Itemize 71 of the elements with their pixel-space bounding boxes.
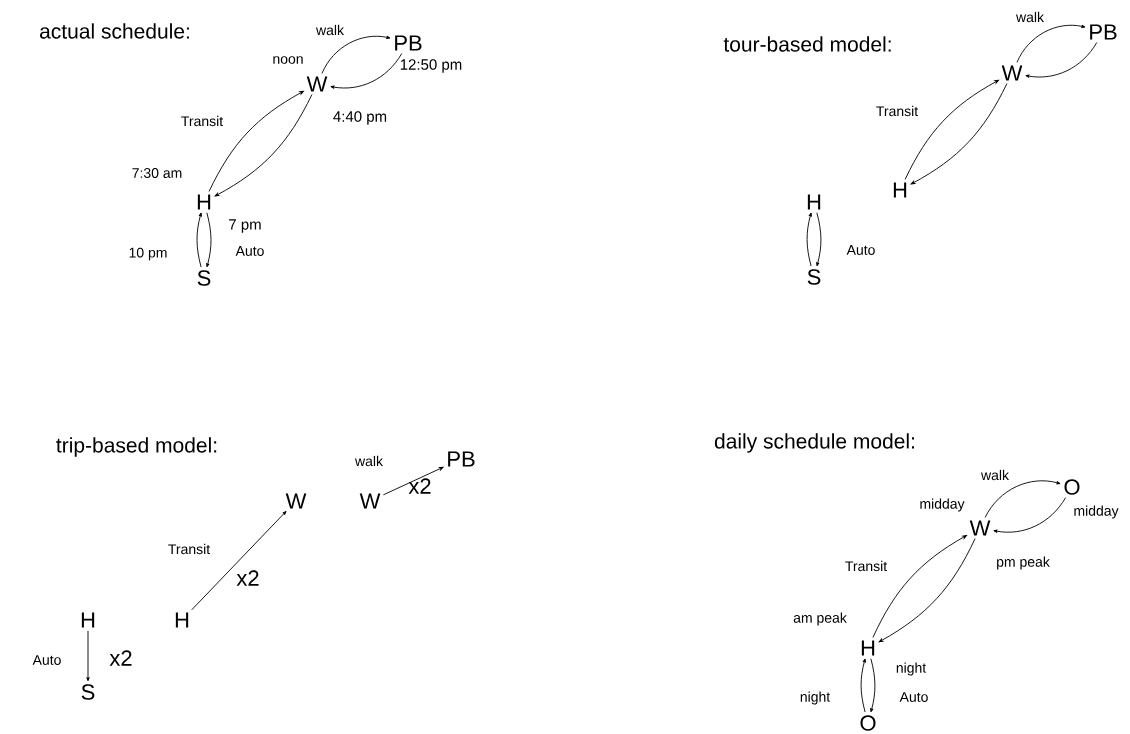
place-letter: H — [197, 194, 211, 210]
place-letter: PB — [395, 35, 422, 51]
multiplier-label: x2 — [236, 570, 259, 586]
time-label: noon — [273, 56, 303, 64]
arrow — [382, 466, 444, 496]
arrow — [86, 630, 90, 682]
place-letter: H — [861, 640, 875, 656]
place-letter: W — [1001, 65, 1023, 81]
time-label: am peak — [793, 612, 847, 626]
place-letter: W — [306, 76, 328, 92]
place-letter: S — [197, 270, 211, 286]
place-letter: S — [807, 269, 821, 285]
arrow — [208, 90, 304, 192]
edge-label: walk — [316, 24, 345, 36]
time-label: 4:40 pm — [333, 111, 387, 125]
edge-label: walk — [1016, 11, 1045, 23]
arrow — [321, 35, 391, 74]
multiplier-label: x2 — [408, 478, 431, 494]
time-label: night — [896, 662, 927, 676]
edge-label: Auto — [899, 692, 928, 702]
arrow — [904, 79, 999, 180]
arrow — [1025, 42, 1098, 78]
time-label: 7 pm — [229, 219, 261, 233]
multiplier-label: x2 — [109, 650, 132, 666]
place-letter: O — [1064, 479, 1080, 495]
time-label: midday — [920, 498, 965, 512]
arrow — [330, 53, 403, 89]
place-letter: W — [285, 493, 307, 509]
edge-label: Transit — [168, 543, 211, 555]
place-letter: W — [969, 520, 991, 536]
arrow — [806, 212, 812, 267]
arrow — [206, 212, 212, 268]
edge-label: Auto — [235, 246, 264, 256]
edge-label: Transit — [876, 105, 919, 117]
arrow — [191, 510, 287, 611]
arrow — [1016, 24, 1086, 63]
time-label: midday — [1074, 505, 1119, 519]
arrow — [860, 658, 866, 713]
arrow — [878, 538, 976, 643]
edge-label: Transit — [845, 560, 888, 572]
arrow — [816, 212, 822, 267]
edge-label: Transit — [181, 115, 224, 127]
place-letter: W — [359, 493, 381, 509]
place-letter: S — [81, 684, 95, 700]
time-label: night — [800, 691, 831, 705]
arrow — [910, 83, 1008, 185]
arrow — [214, 94, 313, 197]
arrow — [984, 480, 1061, 518]
place-letter: H — [81, 612, 95, 628]
panel-heading: actual schedule: — [40, 23, 189, 39]
edge-label: walk — [981, 469, 1010, 481]
place-letter: PB — [448, 451, 475, 467]
edge-label: Auto — [32, 655, 61, 665]
arrow — [196, 212, 202, 268]
arrow — [993, 497, 1067, 533]
time-label: 7:30 am — [132, 168, 182, 178]
place-letter: O — [860, 715, 876, 731]
panel-heading: daily schedule model: — [714, 433, 914, 453]
time-label: pm peak — [997, 556, 1050, 570]
place-letter: H — [175, 612, 189, 628]
panel-heading: trip-based model: — [56, 437, 217, 457]
edge-label: walk — [355, 455, 384, 467]
panel-heading: tour-based model: — [723, 36, 891, 52]
time-label: 12:50 pm — [400, 59, 462, 73]
edge-label: Auto — [846, 245, 875, 255]
time-label: 10 pm — [129, 247, 167, 261]
arrow — [872, 535, 967, 638]
place-letter: H — [807, 194, 821, 210]
arrow — [870, 658, 876, 713]
place-letter: PB — [1090, 24, 1117, 40]
place-letter: H — [893, 182, 907, 198]
